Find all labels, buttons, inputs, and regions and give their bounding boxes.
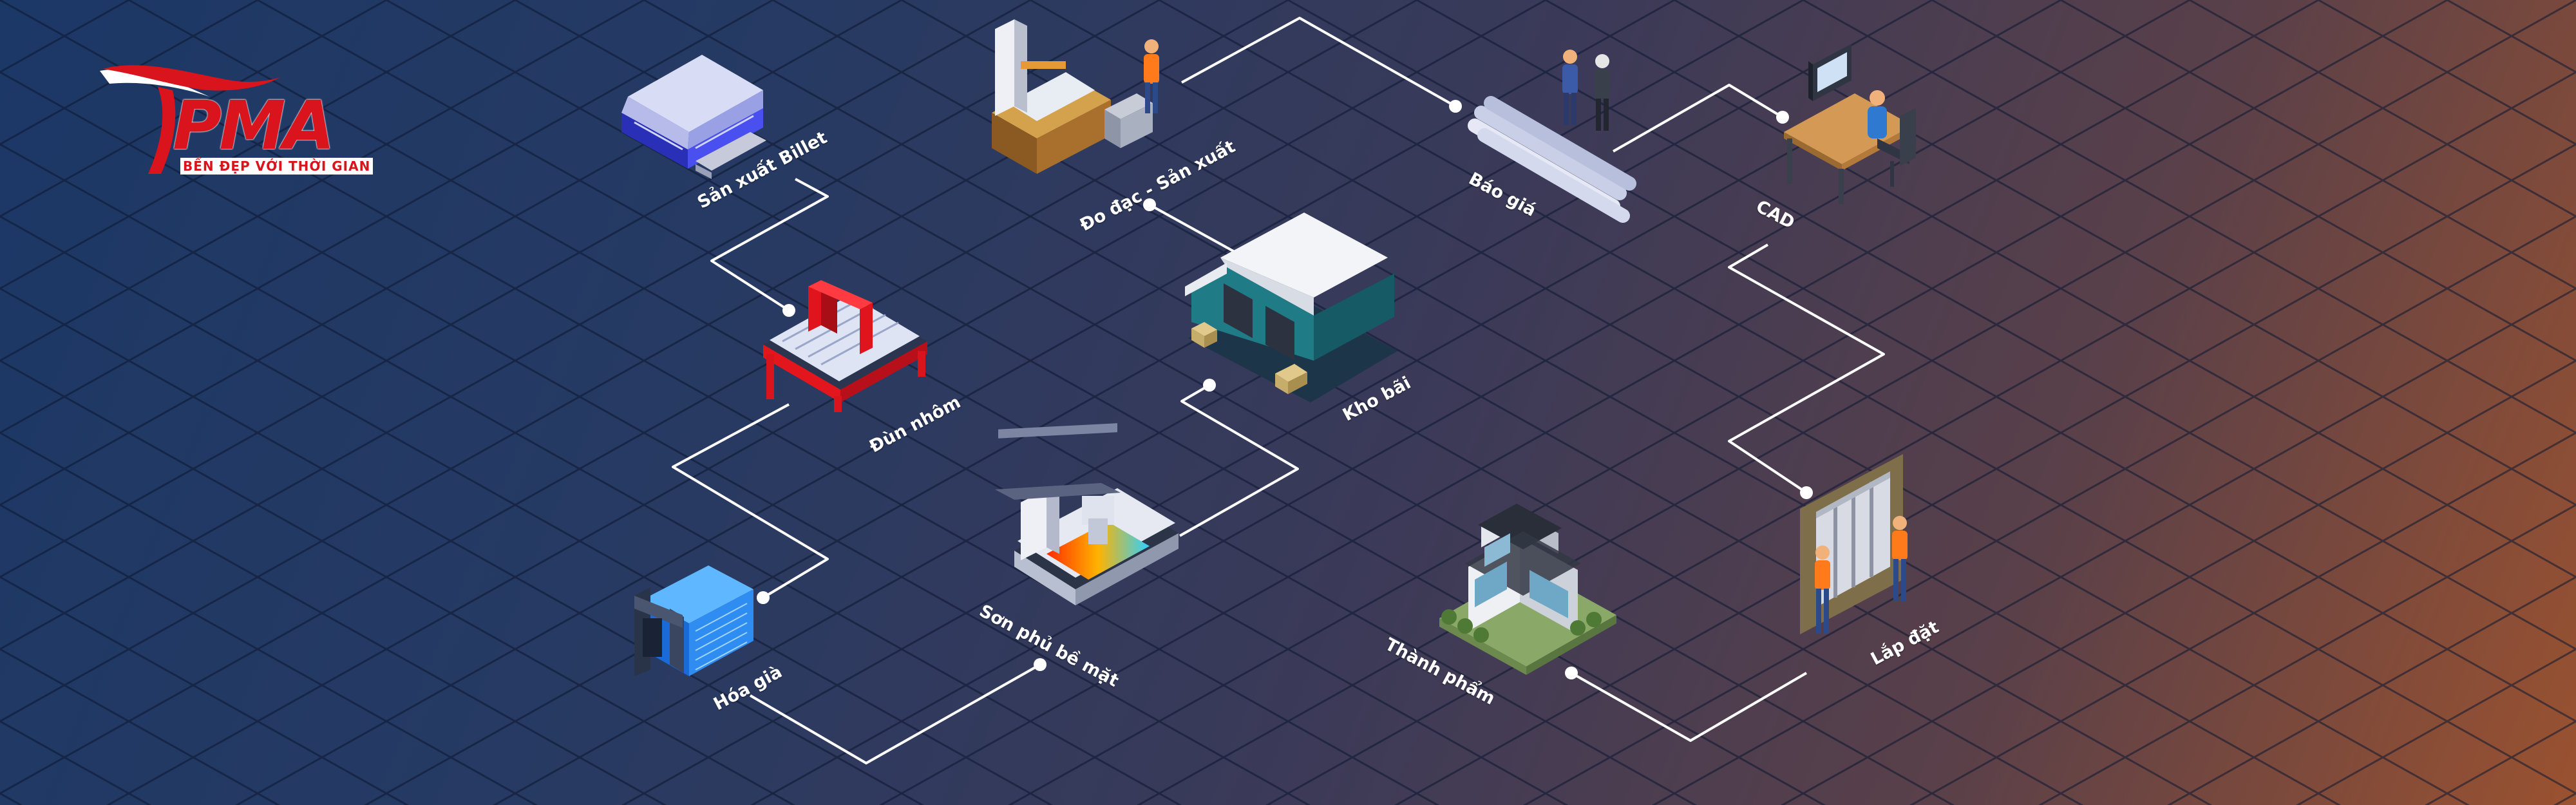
connector-dot — [1776, 111, 1789, 124]
aluminum-profiles-icon — [1468, 50, 1636, 223]
billet-factory-icon — [621, 55, 766, 179]
connector-coating-warehouse — [1179, 384, 1299, 537]
finished-house-icon — [1439, 504, 1616, 675]
connector-extrusion-aging — [672, 403, 829, 599]
logo-swoosh-icon — [100, 65, 280, 174]
connector-cad-install — [1728, 243, 1885, 494]
aging-oven-icon — [634, 565, 753, 676]
connector-quote-cad — [1613, 84, 1784, 153]
connector-install-finished — [1571, 672, 1808, 742]
coating-machine-icon — [995, 423, 1179, 605]
logo-brand-text: PMA — [173, 86, 335, 165]
connector-dot — [757, 591, 770, 604]
connector-measure-quote — [1181, 17, 1456, 108]
company-logo[interactable]: PMA BỀN ĐẸP VỚI THỜI GIAN — [97, 61, 374, 184]
connector-aging-coating — [749, 663, 1041, 764]
extrusion-machine-icon — [763, 280, 927, 412]
connector-dot — [782, 304, 795, 317]
connector-dot — [1449, 100, 1462, 113]
connector-dot — [1203, 379, 1216, 392]
connector-dot — [1565, 667, 1578, 679]
connector-dots — [757, 100, 1813, 679]
connector-billet-extrusion — [710, 178, 829, 312]
connector-dot — [1034, 658, 1046, 671]
connector-dot — [1143, 198, 1156, 211]
process-connectors — [672, 17, 1885, 764]
warehouse-icon — [1185, 213, 1397, 402]
window-installation-icon — [1800, 454, 1908, 634]
cad-workstation-icon — [1784, 44, 1916, 204]
connector-dot — [1800, 486, 1813, 499]
logo-tagline: BỀN ĐẸP VỚI THỜI GIAN — [180, 158, 374, 175]
production-machine-icon — [992, 19, 1159, 174]
